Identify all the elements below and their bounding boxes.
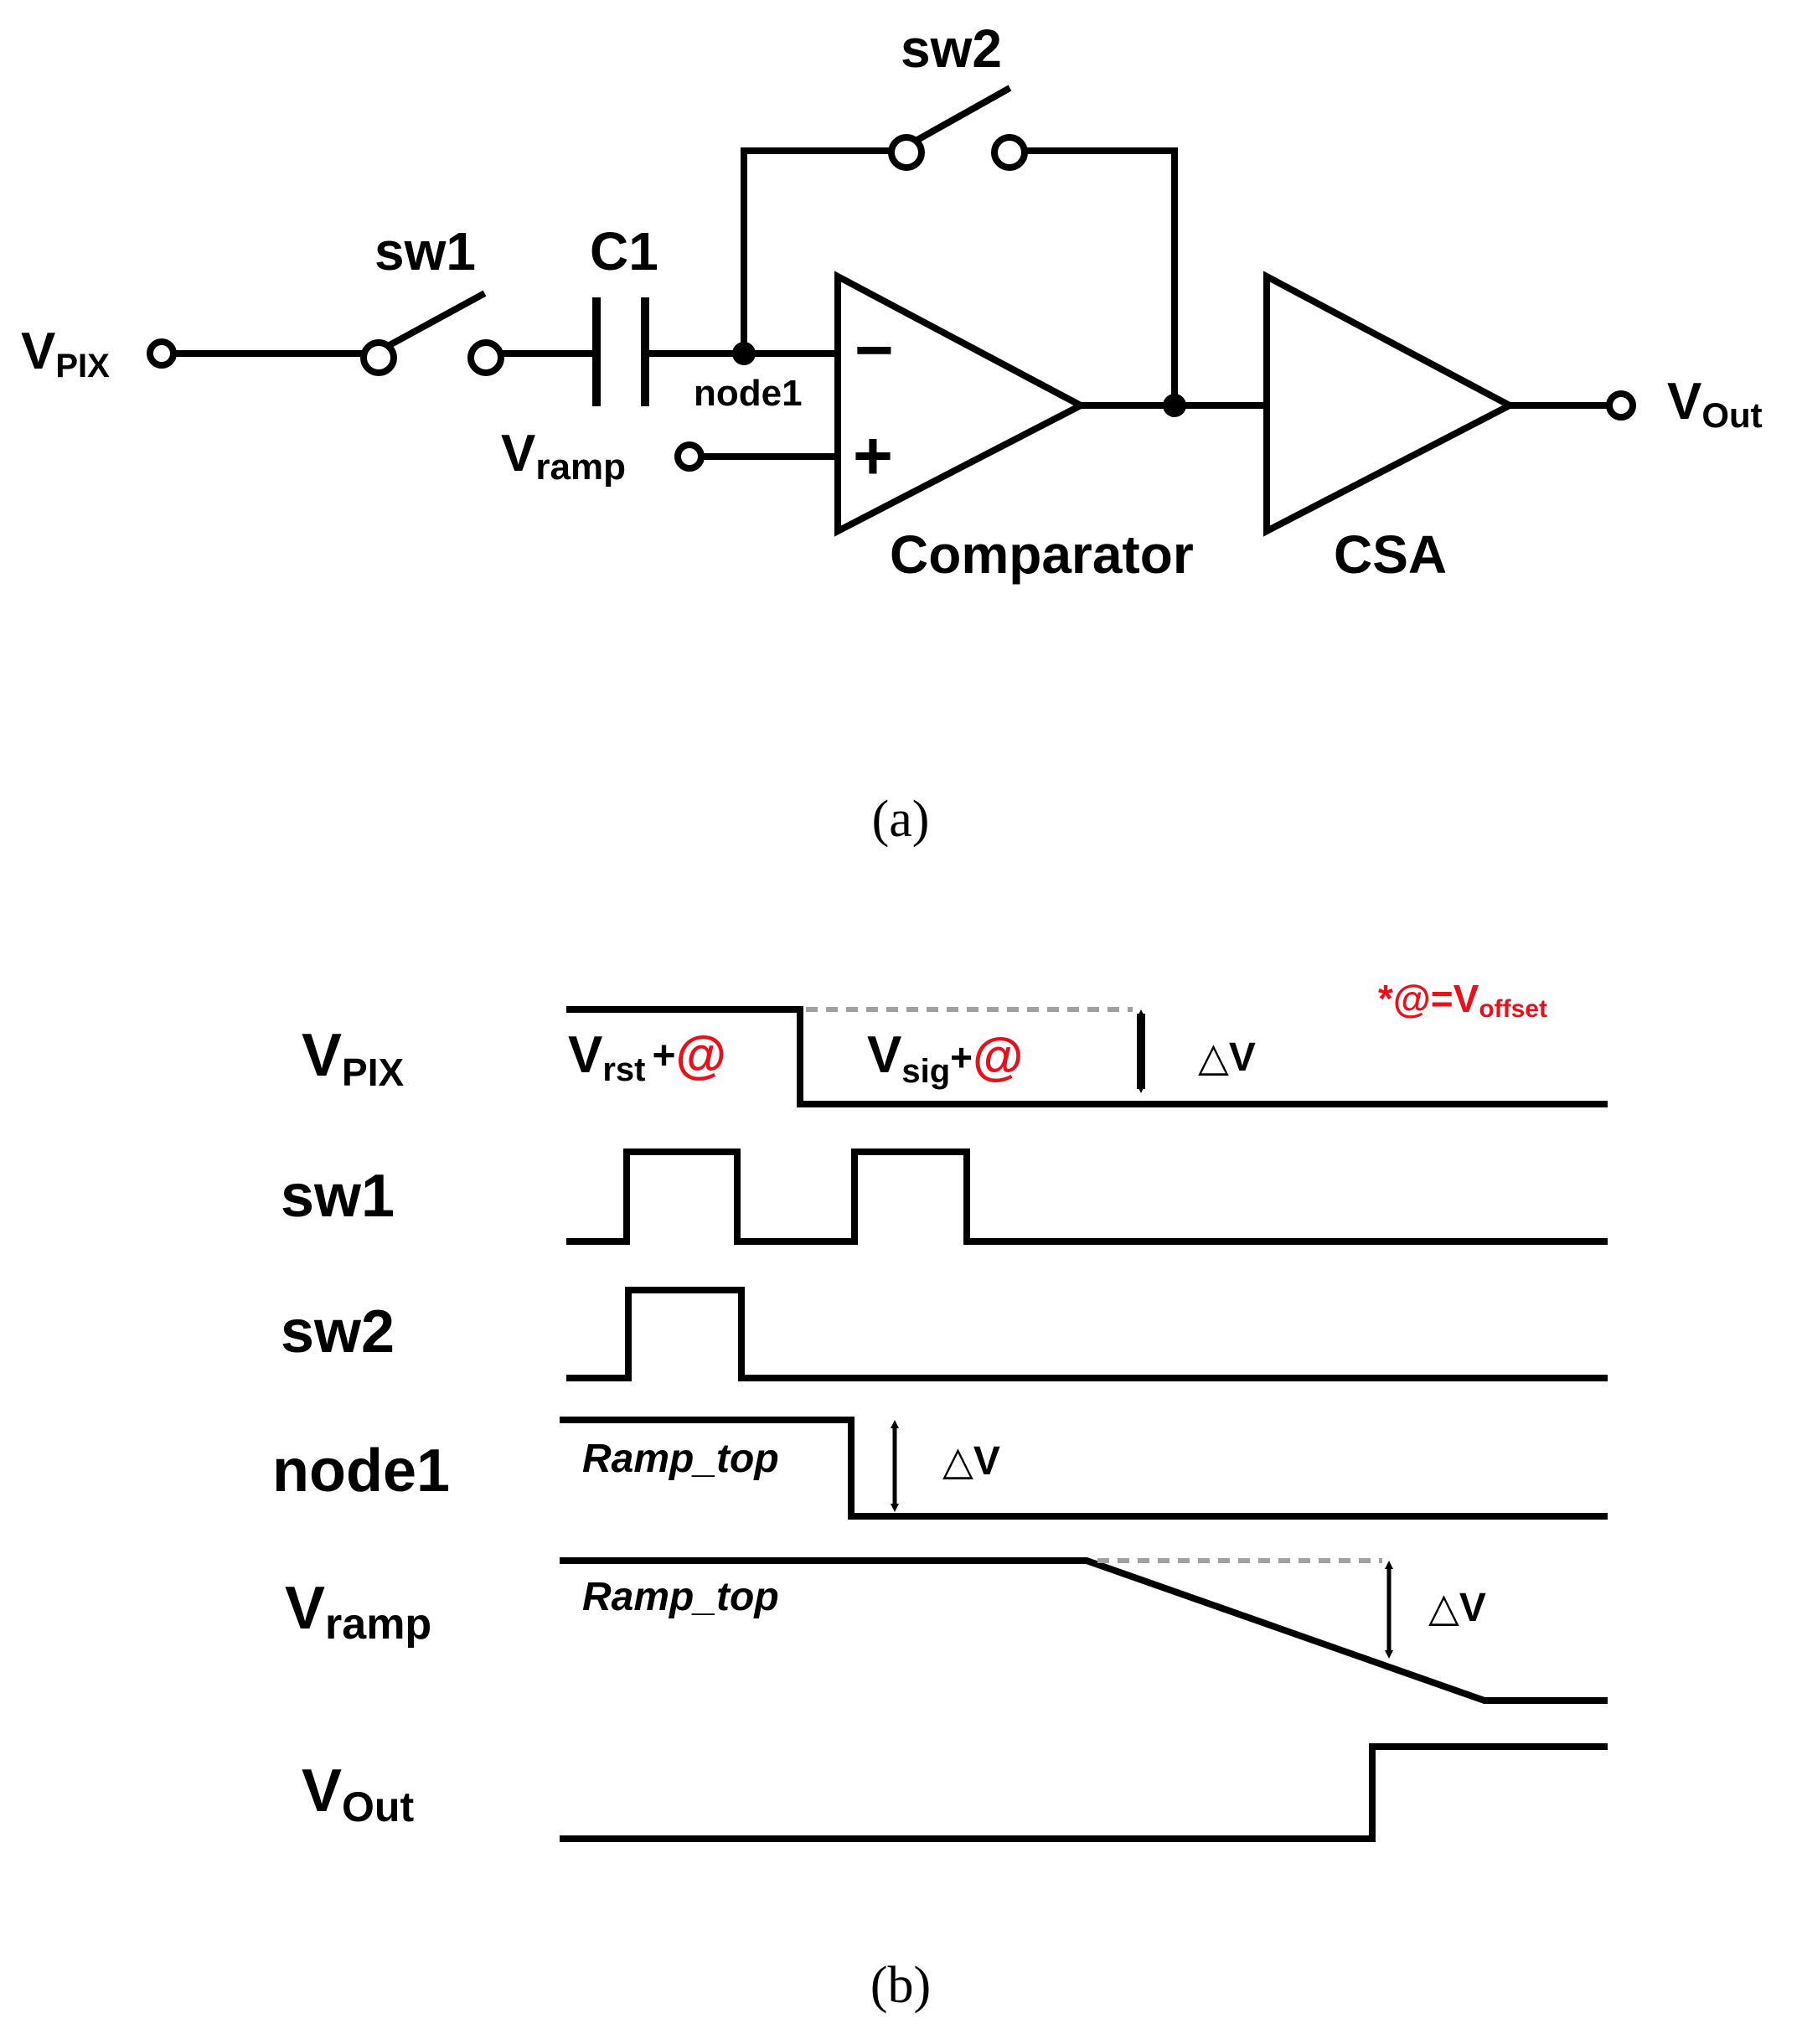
caption-a: (a) (872, 791, 930, 848)
sw2-waveform (566, 1287, 1608, 1381)
vramp-label: Vramp (501, 425, 626, 488)
sw2-switch (888, 85, 1028, 171)
row-label-node1: node1 (272, 1438, 450, 1505)
node1-waveform (560, 1417, 1608, 1520)
csa-label: CSA (1334, 524, 1447, 585)
timing-diagram: *@=Voffset VPIX sw1 sw2 node1 Vramp VOut… (272, 977, 1608, 1842)
vramp-delta-v-label: △V (1428, 1586, 1486, 1630)
sw1-waveform (566, 1148, 1608, 1245)
c1-label: C1 (590, 221, 658, 281)
vsig-label: Vsig+@ (867, 1026, 1024, 1090)
vpix-label: VPIX (21, 323, 110, 385)
vpix-waveform (566, 1006, 1608, 1107)
minus-sign: − (855, 312, 894, 387)
vout-waveform (560, 1743, 1608, 1842)
vout-terminal (1606, 390, 1636, 421)
circuit-diagram: VPIX sw1 C1 sw2 node1 Vramp − + Comparat… (21, 18, 1763, 585)
csa-triangle (1263, 271, 1517, 537)
feedback-right-wire (1021, 147, 1178, 409)
row-label-vramp: Vramp (285, 1575, 431, 1649)
output-junction (1163, 394, 1186, 417)
sw2-label: sw2 (901, 18, 1002, 79)
comparator-triangle (834, 271, 1088, 537)
sw1-switch (360, 290, 504, 376)
vramp-waveform (560, 1557, 1608, 1704)
row-label-sw2: sw2 (281, 1298, 395, 1365)
vrst-label: Vrst+@ (568, 1026, 726, 1088)
vpix-delta-v-label: △V (1198, 1035, 1256, 1080)
row-label-vpix: VPIX (302, 1022, 404, 1094)
row-label-sw1: sw1 (281, 1163, 395, 1230)
feedback-left-wire (741, 147, 893, 357)
c1-capacitor (592, 297, 649, 406)
vramp-terminal (674, 441, 705, 472)
node1-ramp-top-label: Ramp_top (582, 1437, 779, 1481)
offset-note: *@=Voffset (1378, 977, 1547, 1023)
comparator-label: Comparator (890, 524, 1194, 585)
node1-delta-v-label: △V (942, 1439, 1000, 1484)
vpix-terminal (147, 338, 177, 369)
vramp-ramp-top-label: Ramp_top (582, 1575, 779, 1619)
row-label-vout: VOut (302, 1758, 414, 1830)
caption-b: (b) (870, 1957, 931, 2014)
plus-sign: + (853, 418, 893, 494)
sw1-label: sw1 (374, 221, 476, 281)
node1-label: node1 (694, 373, 803, 414)
vout-label: VOut (1667, 373, 1763, 435)
